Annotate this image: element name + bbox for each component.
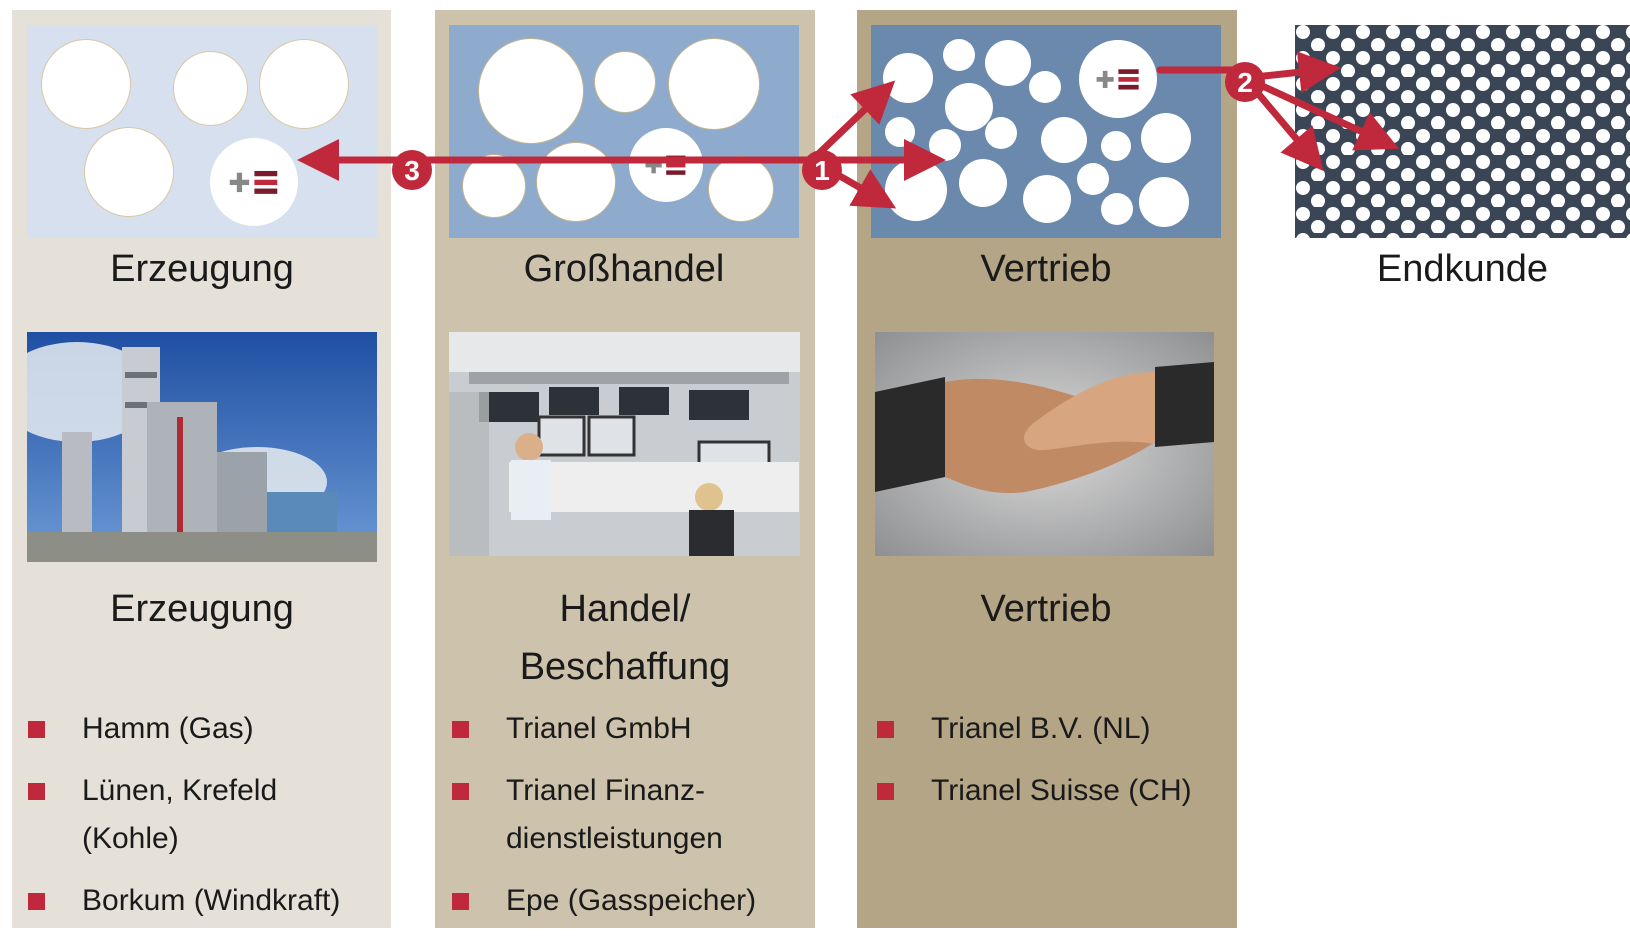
- market-participant-circle: [1041, 117, 1087, 163]
- customer-dot-pattern: [1295, 25, 1630, 238]
- market-participant-circle: [1023, 175, 1071, 223]
- bullet-square-icon: [877, 721, 894, 738]
- list-item: Borkum (Windkraft): [26, 877, 376, 925]
- market-participant-circle: [885, 117, 915, 147]
- market-participant-circle: [943, 39, 975, 71]
- trianel-logo-icon: [1079, 40, 1157, 118]
- flow-marker-number: 1: [814, 155, 830, 186]
- bullet-square-icon: [877, 783, 894, 800]
- market-participant-circle: [1141, 113, 1191, 163]
- market-participant-circle: [42, 40, 130, 128]
- list-item: Lünen, Krefeld (Kohle): [26, 767, 292, 863]
- market-participant-circle: [595, 52, 655, 112]
- trianel-logo-icon: [629, 128, 703, 202]
- section-title-vertrieb: Vertrieb: [980, 588, 1112, 630]
- section-title-erzeugung: Erzeugung: [110, 588, 294, 630]
- market-participant-circle: [1139, 177, 1189, 227]
- market-participant-circle: [885, 159, 947, 221]
- bullet-square-icon: [452, 893, 469, 910]
- bullet-square-icon: [452, 783, 469, 800]
- bullet-square-icon: [452, 721, 469, 738]
- market-participant-circle: [174, 52, 247, 125]
- list-item: Trianel Finanz-dienstleistungen: [450, 767, 723, 863]
- stage-label-grosshandel: Großhandel: [523, 248, 725, 290]
- market-participant-circle: [1101, 131, 1131, 161]
- trading-floor-photo: [449, 332, 800, 556]
- market-participant-circle: [537, 143, 615, 221]
- stage-label-erzeugung: Erzeugung: [110, 248, 294, 290]
- power-plant-photo: [27, 332, 377, 562]
- stage-label-vertrieb: Vertrieb: [980, 248, 1112, 290]
- market-participant-circle: [959, 159, 1007, 207]
- market-participant-circle: [669, 39, 759, 129]
- market-participant-circle: [260, 40, 348, 128]
- flow-marker-number: 2: [1237, 67, 1253, 98]
- stage-box-vertrieb: [871, 25, 1221, 238]
- market-participant-circle: [1101, 193, 1133, 225]
- bullet-square-icon: [28, 783, 45, 800]
- market-participant-circle: [883, 53, 933, 103]
- flow-marker-number: 3: [404, 155, 420, 186]
- handshake-photo: [875, 332, 1214, 556]
- list-item: Trianel B.V. (NL): [875, 705, 1225, 753]
- stage-box-endkunde: [1295, 25, 1630, 238]
- market-participant-circle: [985, 117, 1017, 149]
- flow-marker-3: 3: [392, 150, 432, 190]
- bullet-list-vertrieb: Trianel B.V. (NL) Trianel Suisse (CH): [875, 705, 1225, 829]
- bullet-square-icon: [28, 721, 45, 738]
- bullet-list-erzeugung: Hamm (Gas) Lünen, Krefeld (Kohle) Borkum…: [26, 705, 376, 939]
- market-participant-circle: [1077, 163, 1109, 195]
- list-item: Trianel Suisse (CH): [875, 767, 1225, 815]
- bullet-list-handel: Trianel GmbH Trianel Finanz-dienstleistu…: [450, 705, 800, 939]
- stage-box-erzeugung: [27, 25, 377, 238]
- list-item: Trianel GmbH: [450, 705, 800, 753]
- market-participant-circle: [945, 83, 993, 131]
- list-item: Hamm (Gas): [26, 705, 376, 753]
- market-participant-circle: [709, 157, 773, 221]
- market-participant-circle: [985, 40, 1031, 86]
- trianel-logo-icon: [210, 138, 298, 226]
- market-participant-circle: [929, 129, 961, 161]
- stage-box-grosshandel: [449, 25, 799, 238]
- market-participant-circle: [85, 128, 173, 216]
- market-participant-circle: [463, 155, 525, 217]
- section-title-handel: Handel/ Beschaffung: [519, 588, 731, 688]
- market-participant-circle: [1029, 71, 1061, 103]
- list-item: Epe (Gasspeicher): [450, 877, 800, 925]
- market-participant-circle: [479, 39, 583, 143]
- bullet-square-icon: [28, 893, 45, 910]
- stage-label-endkunde: Endkunde: [1376, 248, 1549, 290]
